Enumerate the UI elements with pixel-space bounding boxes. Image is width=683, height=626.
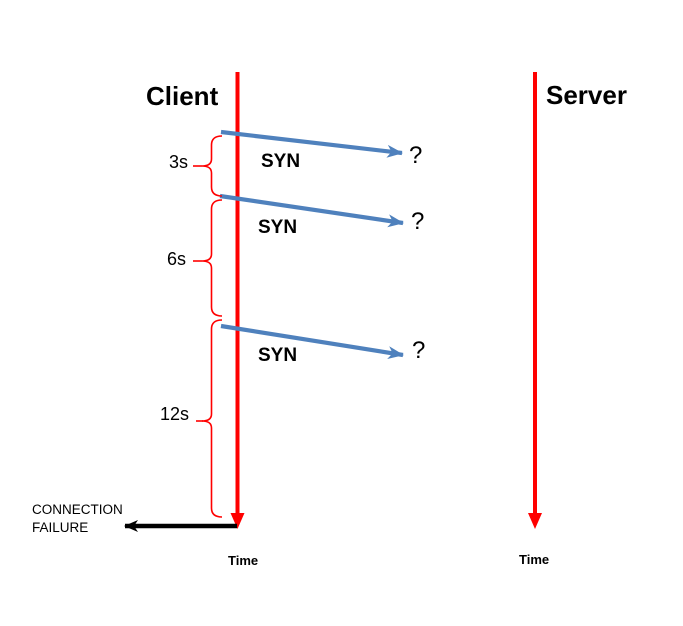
syn-arrow-2 [219, 193, 404, 228]
syn-message-label-3: SYN [258, 345, 298, 366]
interval-label-6s: 6s [167, 249, 187, 269]
connection-failure-label: CONNECTION FAILURE [32, 502, 123, 535]
syn-message-label-1: SYN [261, 151, 301, 172]
interval-label-12s: 12s [160, 404, 190, 424]
syn-arrow-3 [220, 323, 404, 360]
interval-bracket-12s [201, 319, 223, 518]
client-time-axis-label: Time [228, 553, 259, 568]
server-timeline-arrowhead-icon [528, 513, 542, 529]
client-timeline-arrowhead-icon [230, 513, 245, 529]
no-response-mark-2: ? [411, 208, 425, 235]
no-response-mark-3: ? [412, 337, 426, 364]
syn-message-label-2: SYN [258, 217, 298, 238]
server-time-axis-label: Time [519, 552, 550, 567]
interval-label-3s: 3s [169, 152, 189, 172]
interval-bracket-3s [201, 135, 223, 197]
client-label: Client [146, 81, 219, 111]
interval-bracket-6s [201, 199, 223, 317]
server-label: Server [546, 80, 627, 110]
syn-arrow-1 [220, 129, 403, 158]
no-response-mark-1: ? [409, 142, 423, 169]
